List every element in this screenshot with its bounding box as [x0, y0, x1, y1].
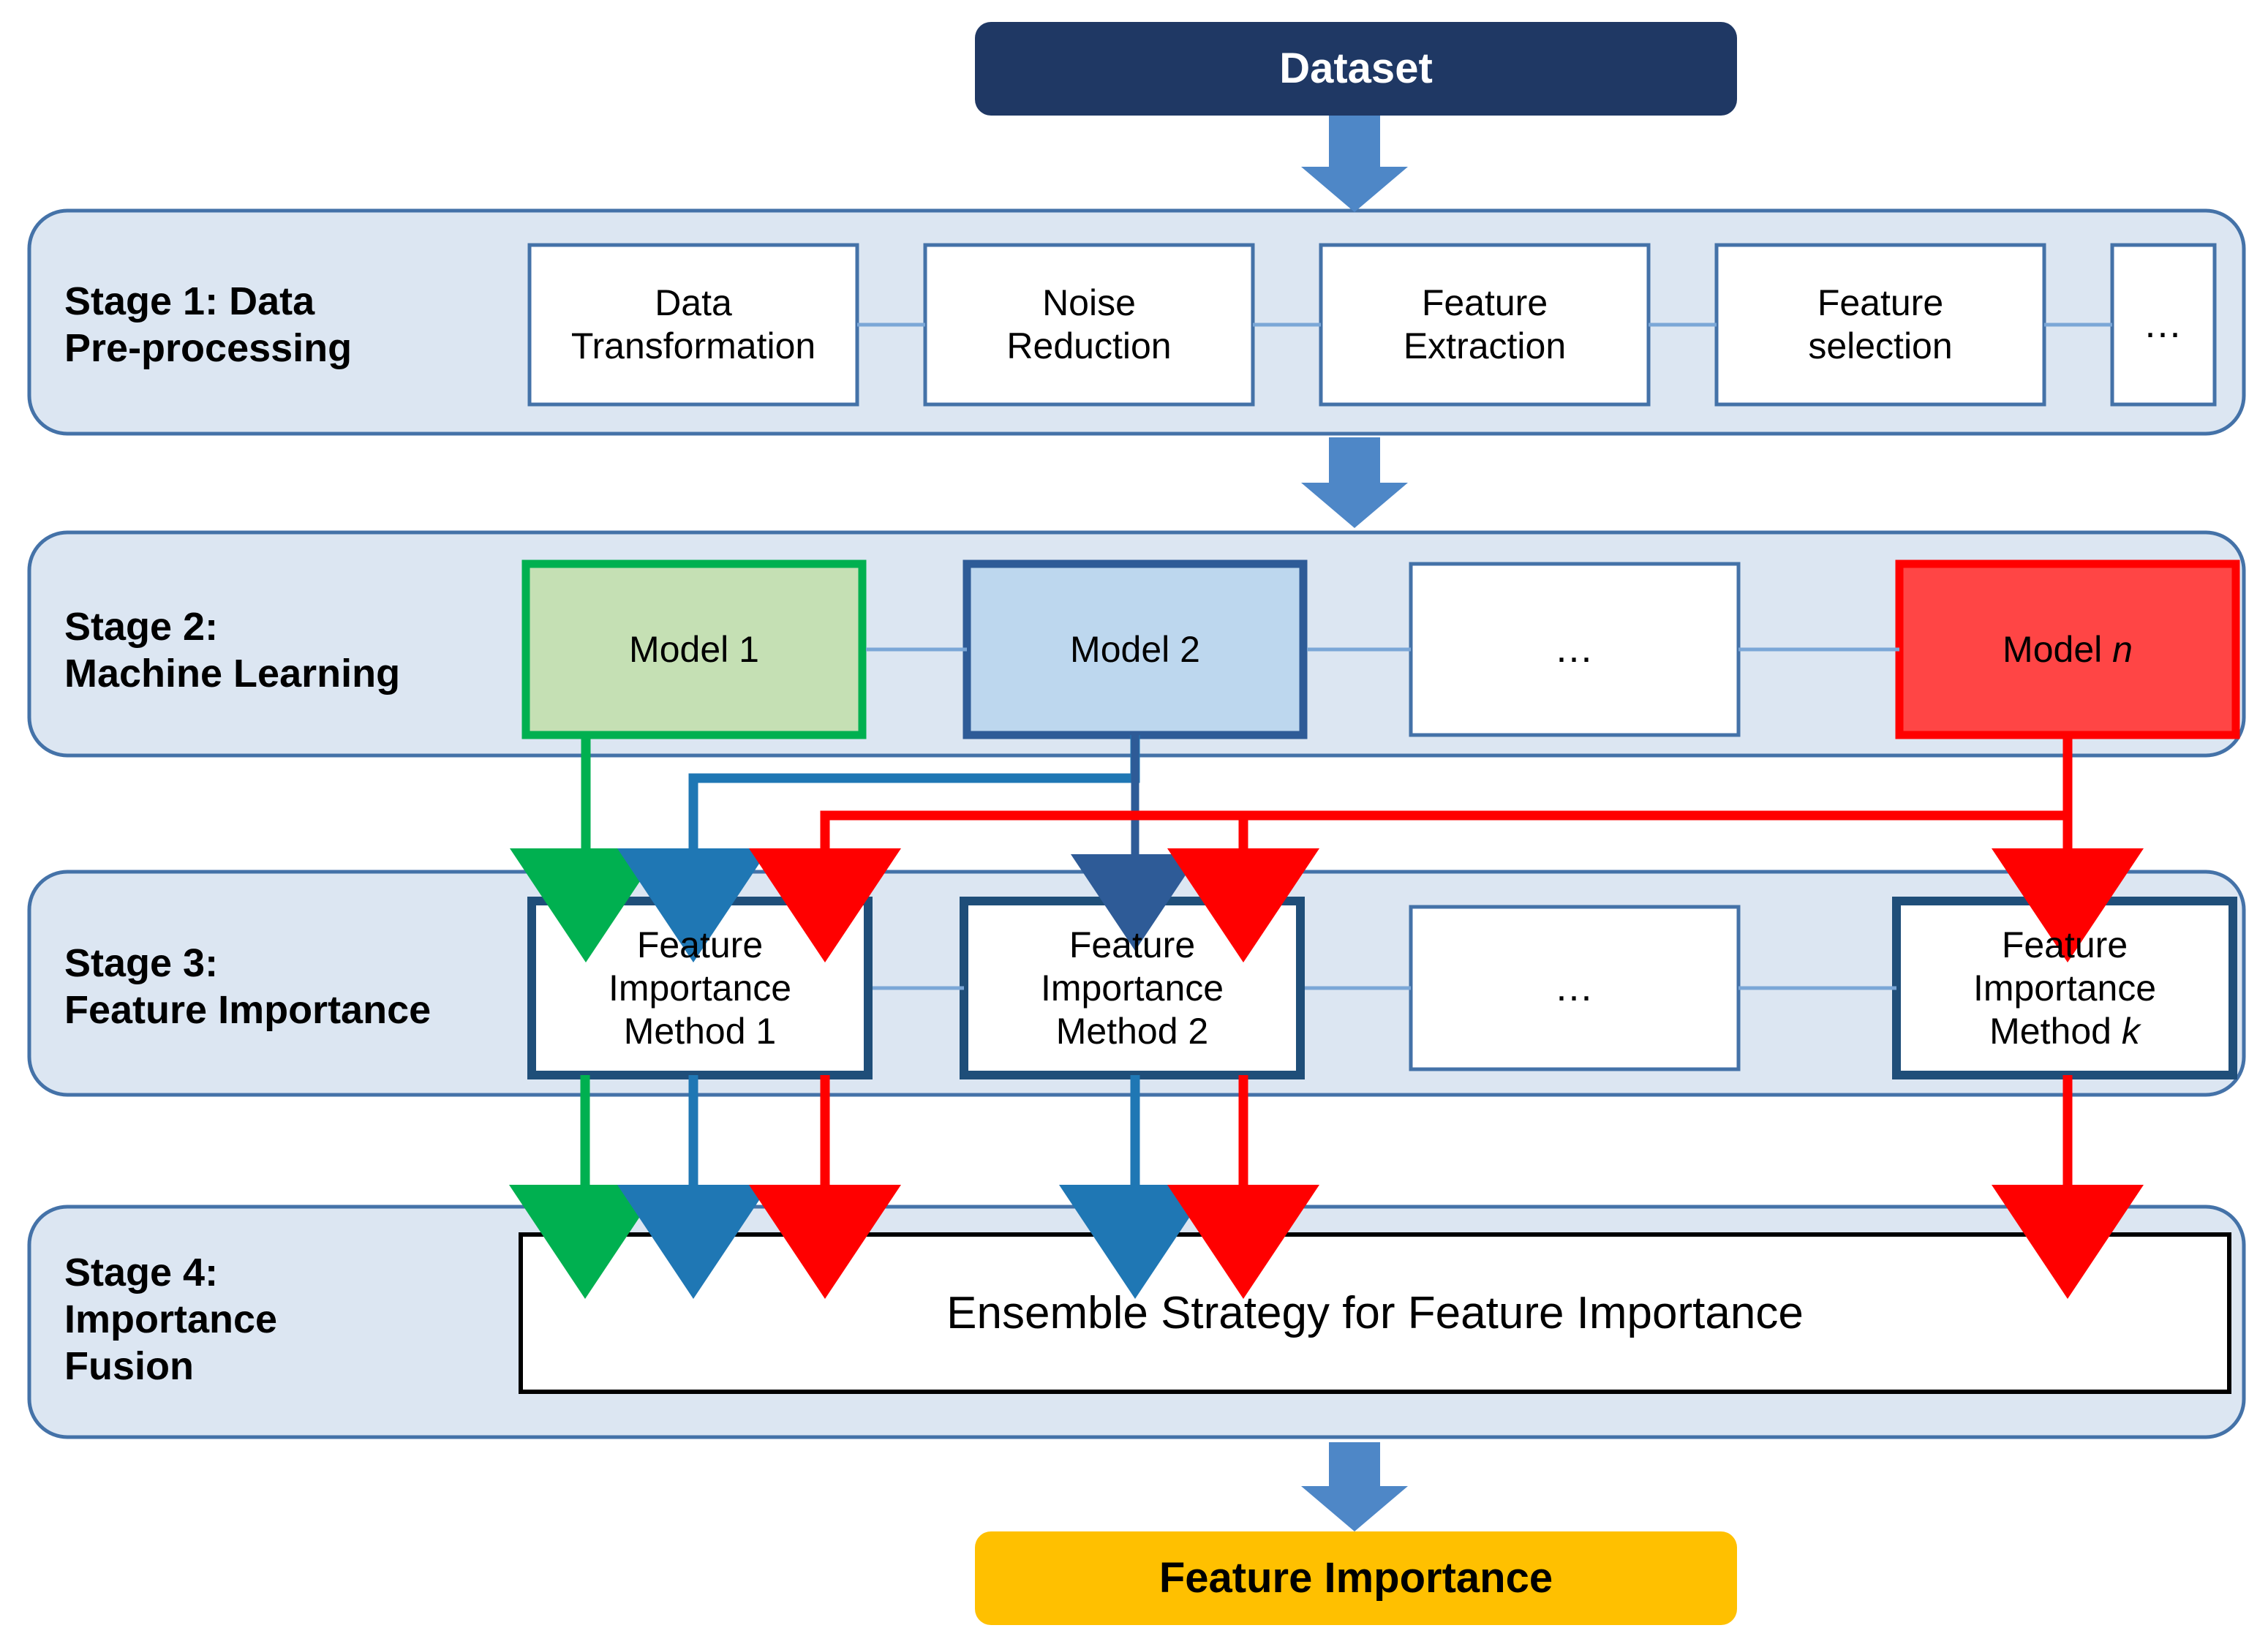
block-arrow-stage4-to-output	[1301, 1442, 1408, 1531]
block-arrow-stage1-to-stage2	[1301, 437, 1408, 528]
flow-red-modeln-to-method1	[749, 810, 2068, 962]
output-box[interactable]	[975, 1531, 1737, 1625]
stage1-box-group	[527, 243, 2217, 407]
stage4-box-group	[519, 1232, 2231, 1394]
dataset-box[interactable]	[975, 22, 1737, 116]
block-arrow-dataset-to-stage1	[1301, 116, 1408, 212]
